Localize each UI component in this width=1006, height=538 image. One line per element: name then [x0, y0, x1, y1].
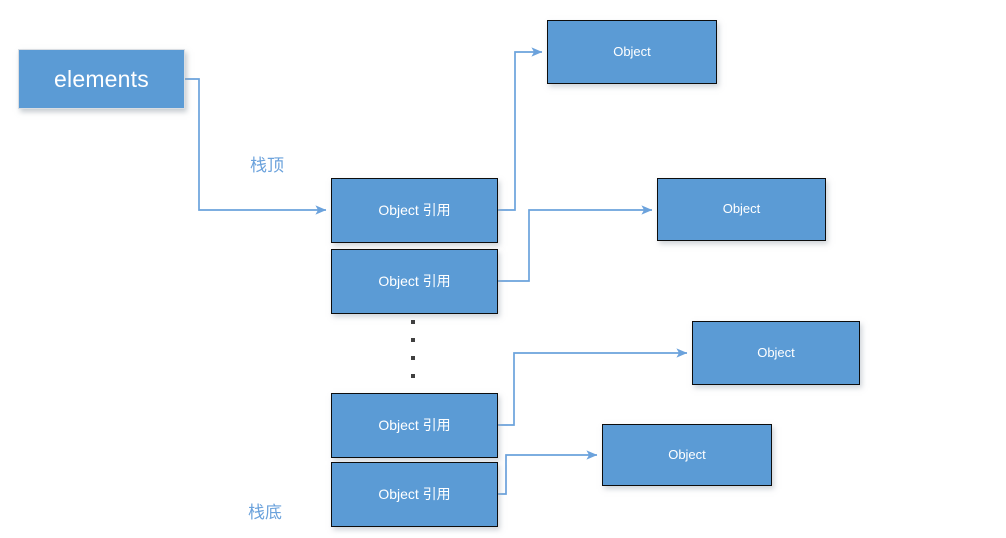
- stack-slot-2-label: Object 引用: [378, 417, 451, 434]
- heap-object-0[interactable]: Object: [547, 20, 717, 84]
- stack-slot-0-label: Object 引用: [378, 202, 451, 219]
- elements-array-label: elements: [54, 65, 149, 92]
- heap-object-1[interactable]: Object: [657, 178, 826, 241]
- ellipsis-dot: [411, 320, 415, 324]
- heap-object-1-label: Object: [722, 201, 761, 217]
- annotation-stack-top-label: 栈顶: [250, 156, 284, 175]
- stack-slot-2[interactable]: Object 引用: [331, 393, 498, 458]
- connector-slot-1-to-object-1: [498, 205, 653, 282]
- heap-object-2[interactable]: Object: [692, 321, 860, 385]
- annotation-stack-bottom: 栈底: [248, 498, 282, 523]
- heap-object-3[interactable]: Object: [602, 424, 772, 486]
- ellipsis-dot: [411, 356, 415, 360]
- stack-slot-3[interactable]: Object 引用: [331, 462, 498, 527]
- connector-slot-2-to-object-2: [498, 348, 688, 426]
- ellipsis-dot: [411, 374, 415, 378]
- connector-elements-to-slot-0: [185, 78, 327, 215]
- stack-slot-1-label: Object 引用: [378, 273, 451, 290]
- connector-slot-0-to-object-0: [498, 47, 543, 211]
- heap-object-0-label: Object: [613, 43, 651, 59]
- elements-array-node[interactable]: elements: [18, 49, 185, 109]
- stack-slot-0[interactable]: Object 引用: [331, 178, 498, 243]
- heap-object-2-label: Object: [757, 344, 795, 360]
- connector-slot-3-to-object-3: [498, 450, 598, 495]
- stack-slot-3-label: Object 引用: [378, 486, 451, 503]
- ellipsis-dot: [411, 338, 415, 342]
- stack-slot-1[interactable]: Object 引用: [331, 249, 498, 314]
- annotation-stack-top: 栈顶: [250, 151, 284, 176]
- annotation-stack-bottom-label: 栈底: [248, 503, 282, 522]
- heap-object-3-label: Object: [668, 446, 706, 462]
